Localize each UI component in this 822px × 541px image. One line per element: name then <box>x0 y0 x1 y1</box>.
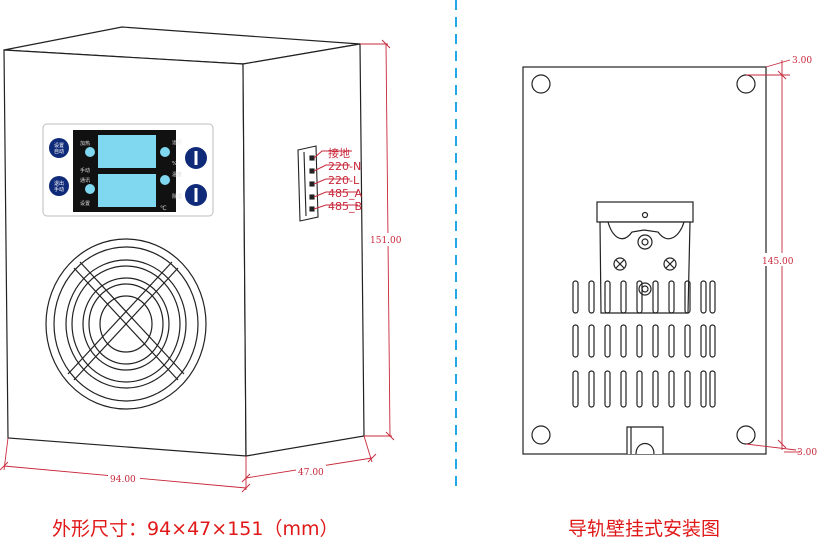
indicator-led <box>85 184 95 194</box>
power-button-top[interactable] <box>185 147 207 169</box>
panel-label: 运行 <box>172 139 182 146</box>
indicator-led <box>160 175 170 185</box>
terminal-label-485b: 485_B <box>328 200 362 213</box>
terminal-label-ground: 接地 <box>328 147 350 160</box>
vent-slots <box>572 280 716 408</box>
panel-label: 通讯 <box>80 177 90 184</box>
svg-text:自动: 自动 <box>54 148 64 155</box>
svg-text:设置: 设置 <box>54 142 64 149</box>
dim-height: 151.00 <box>370 236 402 246</box>
drain-bracket <box>626 426 664 454</box>
panel-label: 手动 <box>80 167 90 174</box>
box-side-face <box>242 43 365 457</box>
terminal-block <box>297 145 319 222</box>
panel-label: 除湿 <box>172 193 182 200</box>
panel-label: ℃ <box>160 205 167 212</box>
panel-label: 设置 <box>80 200 90 207</box>
panel-label: 温度 <box>172 171 182 178</box>
terminal-label-220n: 220-N <box>328 160 361 173</box>
indicator-led <box>160 147 170 157</box>
panel-label: % <box>172 161 177 167</box>
dim-depth: 47.00 <box>298 468 324 478</box>
mount-hole-tl <box>531 74 551 94</box>
dim-plate-height: 145.00 <box>762 257 794 267</box>
mount-hole-bl <box>531 425 551 445</box>
caption-dimensions: 外形尺寸：94×47×151（mm） <box>52 518 339 540</box>
dim-width: 94.00 <box>110 475 136 485</box>
panel-label: 加热 <box>80 140 90 147</box>
svg-text:手动: 手动 <box>54 186 64 193</box>
dim-margin-top: 3.00 <box>792 56 812 66</box>
exit-manual-button[interactable]: 退出 手动 <box>49 176 69 196</box>
svg-text:退出: 退出 <box>54 180 64 187</box>
terminal-label-220l: 220-L <box>328 174 360 187</box>
terminal-label-485a: 485_A <box>328 187 362 200</box>
power-button-bottom[interactable] <box>185 184 207 206</box>
box-front-face <box>3 49 247 457</box>
fan-grille <box>45 238 207 410</box>
terminal-leaders <box>313 150 358 210</box>
display-screen-top <box>98 135 156 168</box>
dehumidifier-3d-view <box>3 26 365 457</box>
rail-mount-back-view <box>522 66 767 455</box>
set-auto-button[interactable]: 设置 自动 <box>49 138 69 158</box>
indicator-led <box>85 147 95 157</box>
display-screen-bottom <box>98 174 156 207</box>
control-panel: 加热 手动 运行 % 温度 通讯 设置 除湿 ℃ 设置 自动 退出 手动 <box>42 123 214 217</box>
caption-mounting: 导轨壁挂式安装图 <box>568 518 721 540</box>
dim-margin-bottom: 3.00 <box>797 448 817 458</box>
